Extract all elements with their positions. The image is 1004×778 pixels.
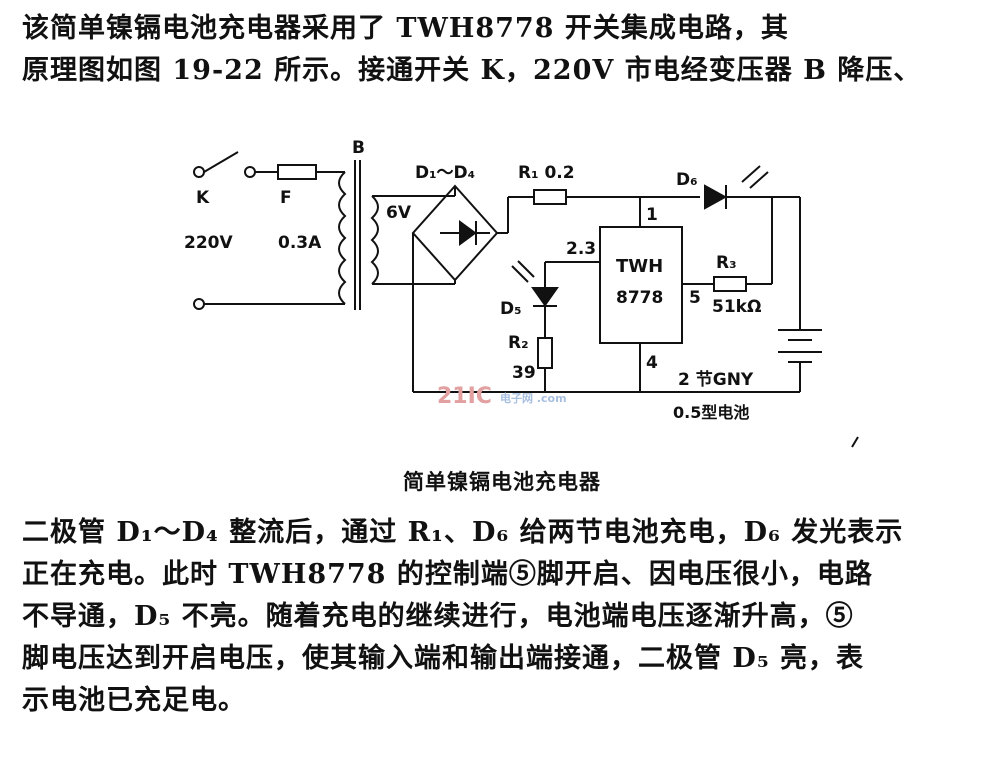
fuse-rating-label: 0.3A xyxy=(278,233,322,253)
d6-label: D₆ xyxy=(676,170,698,190)
pin5-label: 5 xyxy=(689,288,701,308)
body-line-4: 脚电压达到开启电压，使其输入端和输出端接通，二极管 D₅ 亮，表 xyxy=(22,643,865,674)
switch-lever xyxy=(203,151,239,173)
r3-value: 51kΩ xyxy=(712,297,761,317)
switch-label: K xyxy=(196,188,210,208)
body-line-1: 二极管 D₁～D₄ 整流后，通过 R₁、D₆ 给两节电池充电，D₆ 发光表示 xyxy=(22,517,904,548)
body-paragraph: 二极管 D₁～D₄ 整流后，通过 R₁、D₆ 给两节电池充电，D₆ 发光表示 正… xyxy=(22,512,982,722)
battery-label-1: 2 节GNY xyxy=(678,369,754,390)
pin23-label: 2.3 xyxy=(566,239,596,259)
body-line-5: 示电池已充足电。 xyxy=(22,685,246,716)
switch-terminal-left xyxy=(193,166,205,178)
intro-line-1: 该简单镍镉电池充电器采用了 TWH8778 开关集成电路，其 xyxy=(22,13,789,44)
r2-label: R₂ xyxy=(508,333,529,353)
secondary-voltage-label: 6V xyxy=(386,203,412,223)
figure-caption: 简单镍镉电池充电器 xyxy=(403,469,601,494)
mains-voltage-label: 220V xyxy=(184,233,233,253)
fuse-symbol xyxy=(277,164,317,180)
ic-name-line2: 8778 xyxy=(616,288,663,308)
d5-label: D₅ xyxy=(500,299,522,319)
led-d6 xyxy=(704,184,728,210)
r3-label: R₃ xyxy=(716,253,737,273)
switch-terminal-right xyxy=(244,166,256,178)
bridge-label: D₁～D₄ xyxy=(415,163,475,183)
led-d5 xyxy=(531,287,559,307)
resistor-r3 xyxy=(713,276,747,292)
resistor-r2 xyxy=(537,337,553,369)
r1-label: R₁ 0.2 xyxy=(518,163,575,183)
pin4-label: 4 xyxy=(646,353,658,373)
body-line-3: 不导通，D₅ 不亮。随着充电的继续进行，电池端电压逐渐升高，⑤ xyxy=(22,601,854,632)
battery-label-2: 0.5型电池 xyxy=(673,403,749,422)
transformer-label: B xyxy=(352,138,365,158)
transformer-primary xyxy=(338,171,347,305)
intro-line-2: 原理图如图 19-22 所示。接通开关 K，220V 市电经变压器 B 降压、 xyxy=(22,55,922,86)
watermark-sub: 电子网 .com xyxy=(500,391,567,405)
transformer-secondary xyxy=(370,195,379,285)
fuse-label: F xyxy=(280,188,292,208)
pin1-label: 1 xyxy=(646,205,658,225)
mains-terminal-bottom xyxy=(193,298,205,310)
intro-paragraph: 该简单镍镉电池充电器采用了 TWH8778 开关集成电路，其 原理图如图 19-… xyxy=(22,8,982,92)
scan-mark xyxy=(851,436,859,448)
ic-name-line1: TWH xyxy=(616,256,663,277)
body-line-2: 正在充电。此时 TWH8778 的控制端⑤脚开启、因电压很小，电路 xyxy=(22,559,873,590)
resistor-r1 xyxy=(533,189,567,205)
watermark-logo: 21IC xyxy=(437,384,492,409)
r2-value: 39 xyxy=(512,363,536,383)
ic-twh8778 xyxy=(599,226,683,344)
